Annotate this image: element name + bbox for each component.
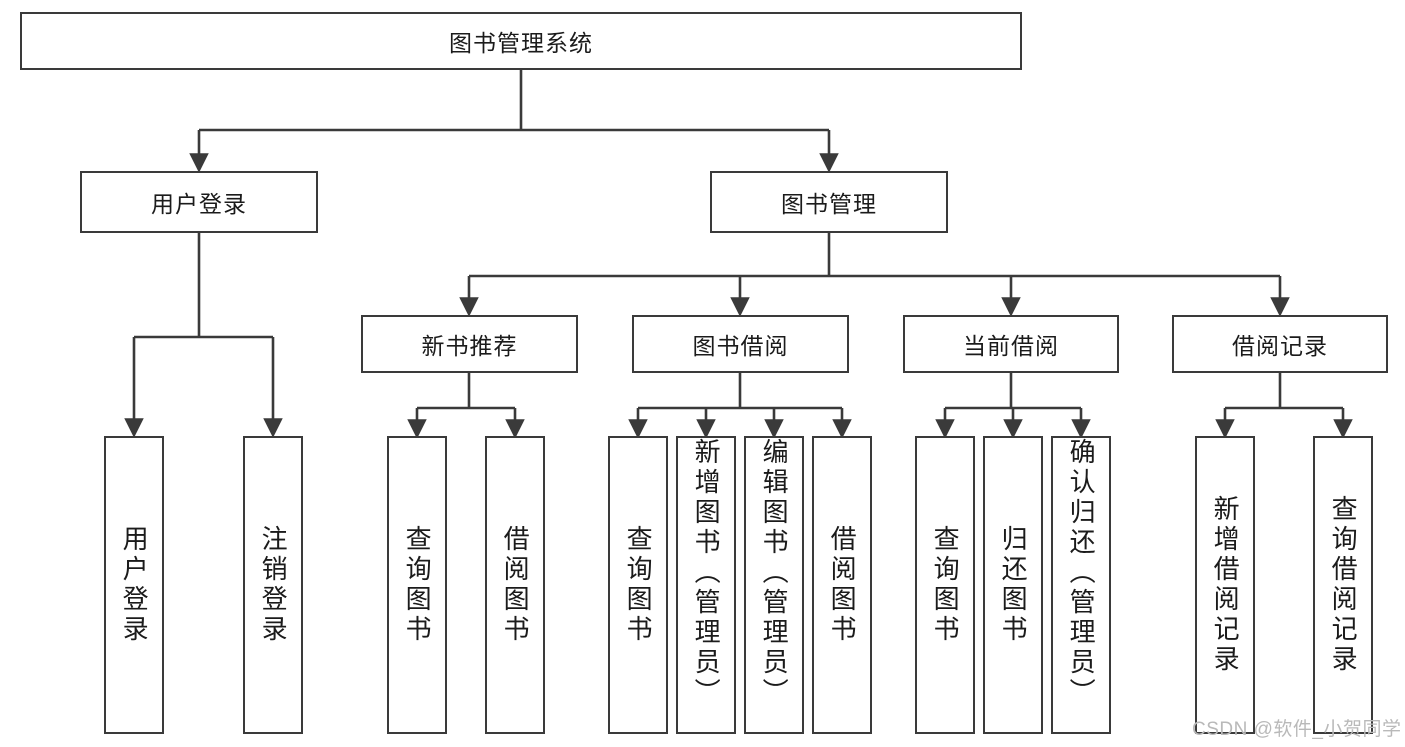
node-leaf-confirm-return[interactable]: 确认归还（管理员） <box>1051 436 1111 734</box>
node-leaf-add-record-label: 新增借阅记录 <box>1210 495 1241 675</box>
node-leaf-user-logout-label: 注销登录 <box>258 525 289 645</box>
node-leaf-return-book-label: 归还图书 <box>998 525 1029 645</box>
node-new-book-rec-label: 新书推荐 <box>421 333 518 359</box>
node-current-borrow[interactable]: 当前借阅 <box>903 315 1119 373</box>
node-leaf-user-logout[interactable]: 注销登录 <box>243 436 303 734</box>
node-book-manage[interactable]: 图书管理 <box>710 171 948 233</box>
node-leaf-query-record[interactable]: 查询借阅记录 <box>1313 436 1373 734</box>
edges-new-book-rec <box>407 373 525 439</box>
edges-user-login <box>124 233 283 438</box>
node-leaf-user-login[interactable]: 用户登录 <box>104 436 164 734</box>
node-leaf-return-book[interactable]: 归还图书 <box>983 436 1043 734</box>
node-leaf-query-record-label: 查询借阅记录 <box>1328 495 1359 675</box>
node-root[interactable]: 图书管理系统 <box>20 12 1022 70</box>
node-leaf-confirm-return-label: 确认归还（管理员） <box>1066 438 1097 708</box>
node-user-login[interactable]: 用户登录 <box>80 171 318 233</box>
node-leaf-borrow-book-1-label: 借阅图书 <box>500 525 531 645</box>
edges-borrow-record <box>1215 373 1353 439</box>
edges-book-manage <box>459 233 1290 317</box>
node-leaf-edit-book-label: 编辑图书（管理员） <box>759 438 790 708</box>
node-leaf-borrow-book-2-label: 借阅图书 <box>827 525 858 645</box>
node-book-borrow-label: 图书借阅 <box>692 333 789 359</box>
edges-root <box>189 70 839 173</box>
node-leaf-add-record[interactable]: 新增借阅记录 <box>1195 436 1255 734</box>
node-leaf-add-book[interactable]: 新增图书（管理员） <box>676 436 736 734</box>
edges-current-borrow <box>935 373 1091 439</box>
node-user-login-label: 用户登录 <box>151 191 247 217</box>
csdn-watermark: CSDN @软件_小贺同学 <box>1192 719 1402 740</box>
node-borrow-record[interactable]: 借阅记录 <box>1172 315 1388 373</box>
node-leaf-user-login-label: 用户登录 <box>119 525 150 645</box>
node-book-manage-label: 图书管理 <box>781 191 877 217</box>
edges-book-borrow <box>628 373 852 439</box>
node-leaf-query-book-3-label: 查询图书 <box>930 525 961 645</box>
node-new-book-rec[interactable]: 新书推荐 <box>361 315 578 373</box>
node-borrow-record-label: 借阅记录 <box>1232 333 1328 359</box>
node-leaf-query-book-1[interactable]: 查询图书 <box>387 436 447 734</box>
node-book-borrow[interactable]: 图书借阅 <box>632 315 849 373</box>
node-leaf-query-book-3[interactable]: 查询图书 <box>915 436 975 734</box>
node-leaf-borrow-book-1[interactable]: 借阅图书 <box>485 436 545 734</box>
node-leaf-query-book-1-label: 查询图书 <box>402 525 433 645</box>
node-current-borrow-label: 当前借阅 <box>963 333 1059 359</box>
node-leaf-query-book-2[interactable]: 查询图书 <box>608 436 668 734</box>
node-leaf-add-book-label: 新增图书（管理员） <box>691 438 722 708</box>
node-leaf-edit-book[interactable]: 编辑图书（管理员） <box>744 436 804 734</box>
node-leaf-borrow-book-2[interactable]: 借阅图书 <box>812 436 872 734</box>
node-leaf-query-book-2-label: 查询图书 <box>623 525 654 645</box>
node-root-label: 图书管理系统 <box>449 30 593 56</box>
